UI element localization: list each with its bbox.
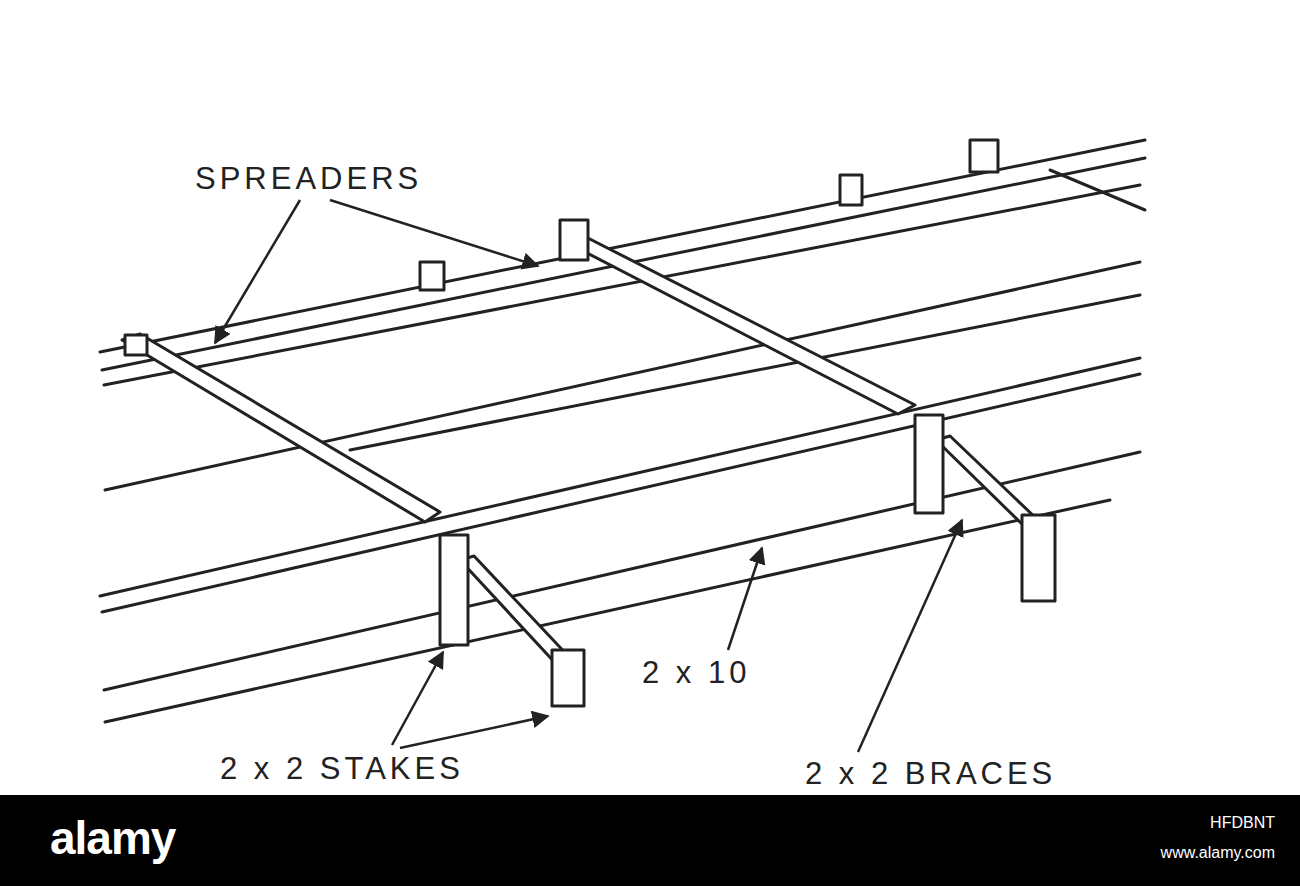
- part-label: 2 x 2 BRACES: [803, 757, 1058, 790]
- watermark-logo: alamy: [50, 815, 175, 861]
- watermark-id: HFDBNT: [1210, 815, 1275, 831]
- watermark-url: www.alamy.com: [1161, 845, 1275, 861]
- dimension-label: 2 x 10: [640, 656, 752, 689]
- part-label: 2 x 2 STAKES: [218, 752, 466, 785]
- part-label: SPREADERS: [193, 162, 424, 195]
